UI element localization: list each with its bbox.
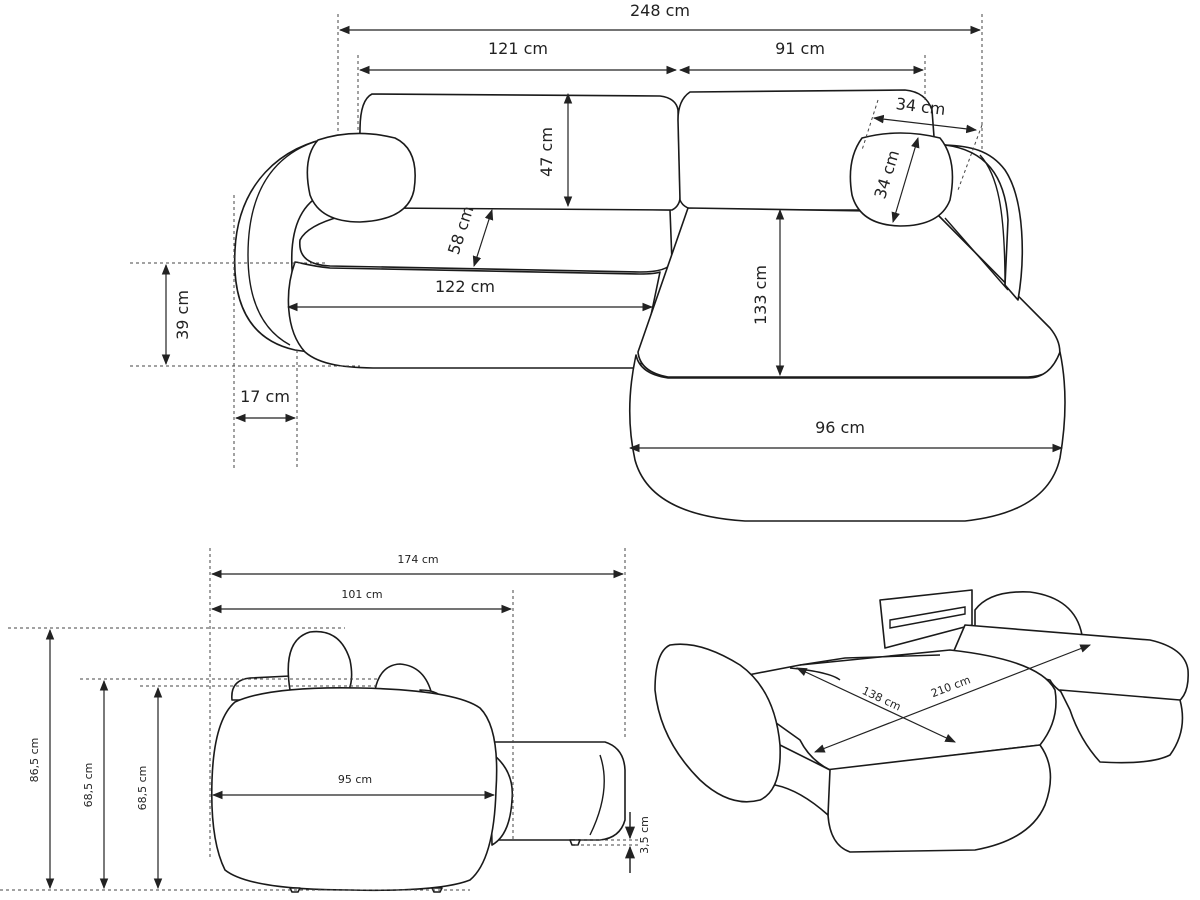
side-view-drawing (210, 630, 626, 893)
label-total-width: 248 cm (630, 1, 690, 20)
label-sofa-width: 121 cm (488, 39, 548, 58)
label-seat-width: 122 cm (435, 277, 495, 296)
top-view-guides (130, 14, 983, 470)
label-front-width: 95 cm (338, 773, 372, 786)
label-sofa-depth: 101 cm (341, 588, 382, 601)
label-seat-height: 39 cm (173, 290, 192, 340)
label-leg-height: 3,5 cm (638, 816, 651, 854)
label-chaise-width: 91 cm (775, 39, 825, 58)
label-total-depth: 174 cm (397, 553, 438, 566)
side-view-dimensions: 174 cm 101 cm 86,5 cm 68,5 cm 68,5 cm 95… (28, 553, 651, 890)
label-total-height: 86,5 cm (28, 738, 41, 783)
label-back-height-a: 68,5 cm (82, 763, 95, 808)
label-arm-width: 17 cm (240, 387, 290, 406)
bed-view-drawing (654, 589, 1189, 853)
label-back-height: 47 cm (537, 127, 556, 177)
top-view-drawing (233, 89, 1066, 522)
side-view-guides (0, 548, 640, 891)
label-chaise-length: 133 cm (751, 265, 770, 325)
label-chaise-front: 96 cm (815, 418, 865, 437)
label-back-height-b: 68,5 cm (136, 766, 149, 811)
